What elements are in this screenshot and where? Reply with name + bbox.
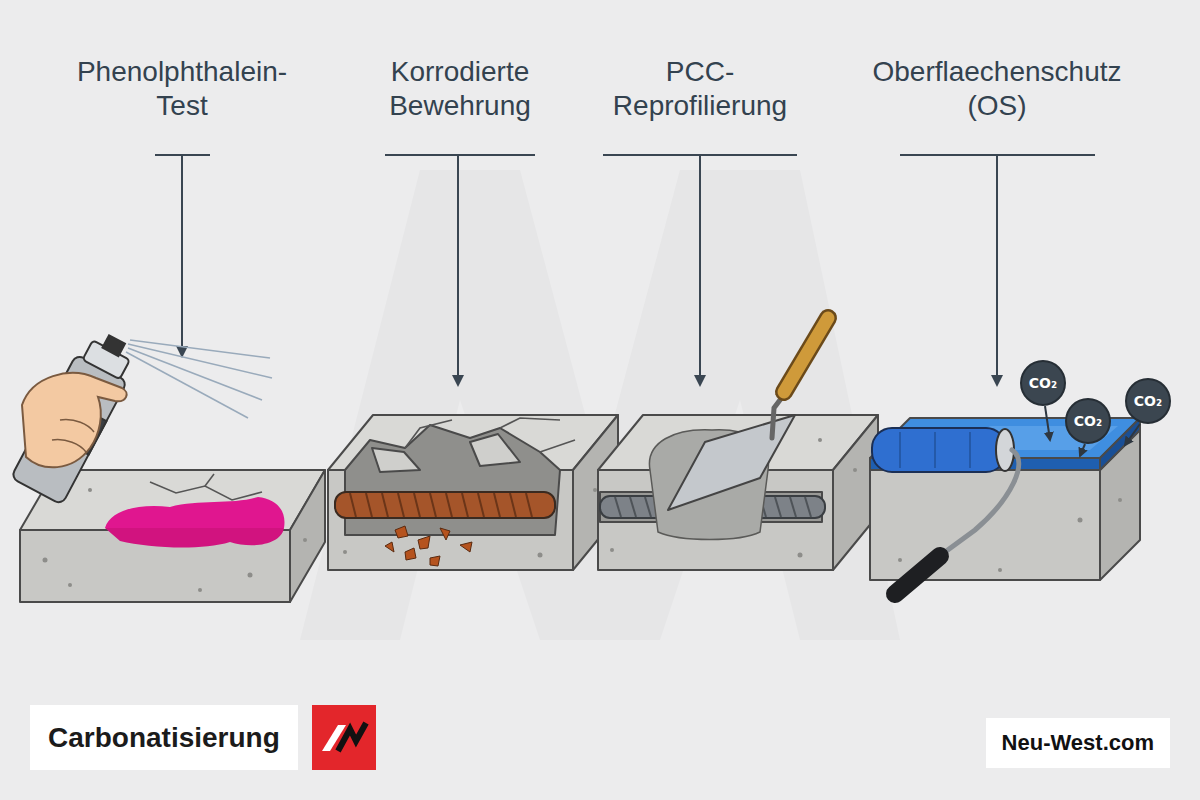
website-label: Neu-West.com [986, 718, 1170, 768]
co2-bubble: CO₂ [1125, 378, 1171, 424]
step-heading: Oberflaechenschutz (OS) [872, 55, 1121, 123]
bubble-text: CO₂ [1029, 375, 1057, 391]
bubble-text: CO₂ [1074, 413, 1102, 429]
step-heading: Phenolphthalein- Test [77, 55, 287, 123]
bubble-text: CO₂ [1134, 393, 1162, 409]
brand-logo [312, 705, 376, 770]
co2-bubble: CO₂ [1065, 398, 1111, 444]
step-heading: PCC- Reprofilierung [613, 55, 787, 123]
co2-bubble: CO₂ [1020, 360, 1066, 406]
step-heading: Korrodierte Bewehrung [389, 55, 531, 123]
title-banner: Carbonatisierung [30, 705, 298, 770]
